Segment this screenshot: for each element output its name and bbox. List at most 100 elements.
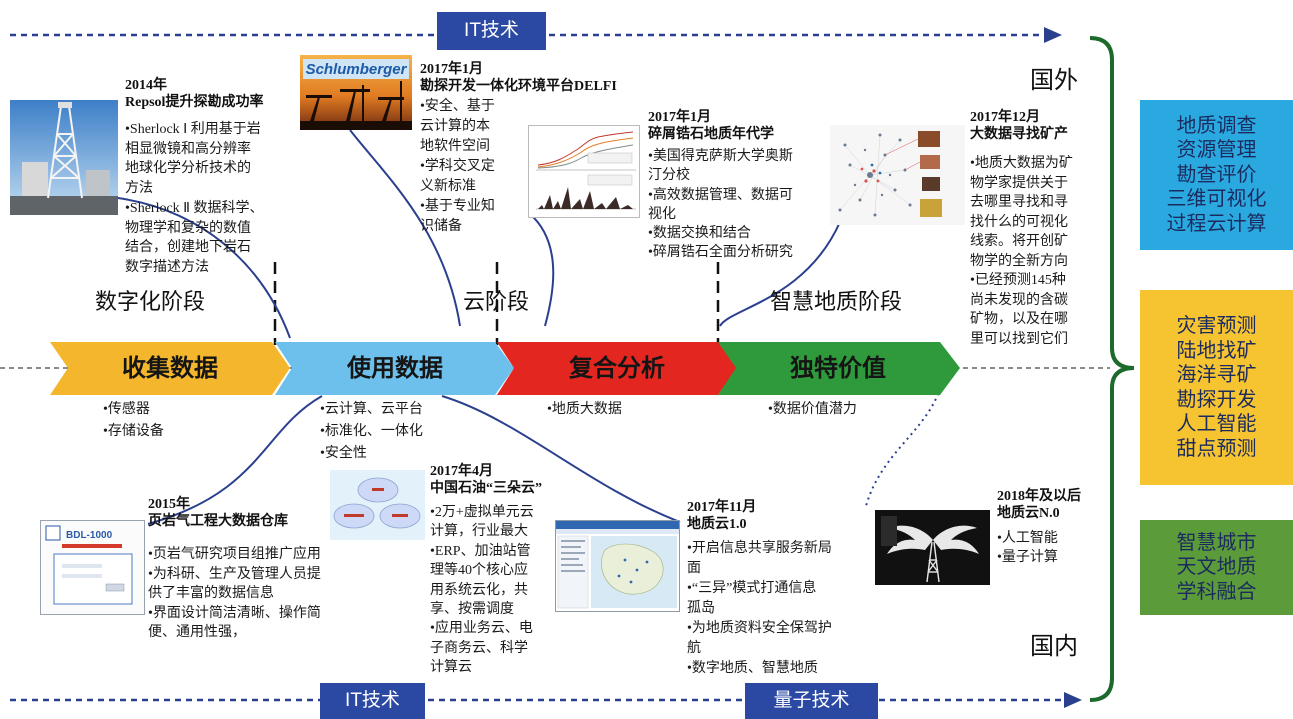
event-title: 地质云1.0	[687, 517, 747, 532]
event-bullet-line: 矿物，以及在哪	[970, 312, 1068, 327]
event-bullet-line: •安全、基于	[420, 99, 495, 114]
event-2018-geocloud-n: 2018年及以后 地质云N.0 •人工智能•量子计算	[997, 488, 1081, 567]
event-bullet-line: •Sherlock Ⅱ 数据科学、	[125, 200, 264, 216]
process-bullet: •安全性	[320, 446, 367, 461]
zircon-age-chart-image	[528, 125, 640, 218]
application-box-exploration: 灾害预测陆地找矿海洋寻矿勘探开发人工智能甜点预测	[1140, 290, 1293, 485]
application-line: 地质调查	[1176, 114, 1257, 137]
event-year: 2014年	[125, 78, 167, 93]
event-bullet-line: 里可以找到它们	[970, 331, 1068, 347]
event-bullets: •2万+虚拟单元云计算，行业最大•ERP、加油站管理等40个核心应用系统云化，共…	[430, 503, 542, 678]
event-bullet-line: •碎屑锆石全面分析研究	[648, 245, 793, 261]
event-bullet-line: 用系统云化，共	[430, 582, 528, 598]
event-bullet-line: •基于专业知	[420, 199, 495, 214]
event-bullet-line: 孤岛	[687, 601, 715, 616]
event-bullet-line: 计算，行业最大	[430, 524, 528, 540]
event-bullet-line: 相显微镜和高分辨率	[125, 141, 251, 157]
event-bullet-line: 供了丰富的数据信息	[148, 586, 274, 601]
application-box-survey: 地质调查资源管理勘查评价三维可视化过程云计算	[1140, 100, 1293, 250]
stage-cloud: 云阶段	[463, 289, 530, 314]
event-bullet-line: 线索。将开创矿	[970, 234, 1068, 249]
top-track-arrowhead	[1044, 27, 1062, 43]
process-bullet: •地质大数据	[547, 402, 622, 417]
event-title: 中国石油“三朵云”	[430, 481, 542, 496]
event-bullet-line: 理等40个核心应	[430, 563, 528, 579]
event-bullet-line: •已经预测145种	[970, 273, 1066, 288]
application-line: 天文地质	[1176, 556, 1257, 579]
connector-geocloud	[441, 395, 681, 523]
it-tech-bottom-label: IT技术	[320, 683, 425, 719]
event-bullets: •美国得克萨斯大学奥斯汀分校•高效数据管理、数据可视化•数据交换和结合•碎屑锆石…	[648, 147, 793, 263]
event-bullet-line: 地软件空间	[420, 139, 490, 154]
chevron-label-use: 使用数据	[347, 355, 443, 382]
event-bullet-line: 云计算的本	[420, 119, 490, 134]
application-line: 人工智能	[1176, 413, 1257, 435]
event-bullet-line: •开启信息共享服务新局	[687, 541, 832, 556]
application-box-smart-city: 智慧城市天文地质学科融合	[1140, 520, 1293, 615]
event-bullet-line: •为地质资料安全保驾护	[687, 621, 832, 636]
application-line: 陆地找矿	[1176, 339, 1257, 362]
event-bullet-line: •Sherlock Ⅰ 利用基于岩	[125, 122, 261, 137]
event-title: 碎屑锆石地质年代学	[648, 127, 774, 142]
process-bullets-analyze: •地质大数据	[547, 399, 622, 421]
event-bullet-line: 地球化学分析技术的	[125, 161, 251, 177]
region-foreign: 国外	[1030, 67, 1078, 94]
shale-gas-software-screenshot: BDL-1000	[40, 520, 145, 615]
event-bullet-line: 享、按需调度	[430, 602, 514, 618]
region-brace	[1089, 36, 1135, 702]
application-line: 灾害预测	[1176, 315, 1257, 337]
process-bullets-value: •数据价值潜力	[768, 399, 857, 421]
event-bullet-line: •界面设计简洁清晰、操作简	[148, 605, 321, 621]
event-bullet-line: 去哪里寻找和寻	[970, 195, 1068, 210]
application-line: 过程云计算	[1166, 212, 1267, 235]
event-bullet-line: •地质大数据为矿	[970, 156, 1073, 171]
event-bullets: •Sherlock Ⅰ 利用基于岩相显微镜和高分辨率地球化学分析技术的方法 •Sh…	[125, 120, 264, 278]
connector-2014	[117, 197, 291, 339]
event-year: 2017年11月	[687, 500, 757, 515]
event-bullet-line: 物理学和复杂的数值	[125, 220, 251, 236]
event-bullet-line: •数据交换和结合	[648, 226, 751, 242]
event-bullet-line: •为科研、生产及管理人员提	[148, 566, 321, 582]
event-bullets: •开启信息共享服务新局面•“三异”模式打通信息孤岛•为地质资料安全保驾护航•数字…	[687, 539, 832, 679]
chevron-label-analyze: 复合分析	[569, 355, 665, 382]
event-bullets: •地质大数据为矿物学家提供关于去哪里寻找和寻找什么的可视化线索。将开创矿物学的全…	[970, 154, 1073, 349]
it-tech-top-label: IT技术	[437, 12, 546, 50]
event-2017-three-clouds: 2017年4月 中国石油“三朵云” •2万+虚拟单元云计算，行业最大•ERP、加…	[430, 463, 542, 678]
drilling-rig-photo	[10, 100, 118, 215]
chevron-value	[718, 342, 960, 395]
application-line: 勘查评价	[1176, 163, 1257, 186]
application-line: 勘探开发	[1176, 388, 1257, 411]
event-bullet-line: •页岩气研究项目组推广应用	[148, 547, 321, 562]
connector-2015	[147, 395, 323, 525]
bottom-track-arrowhead	[1064, 692, 1082, 708]
event-bullet-line: 方法	[125, 181, 153, 197]
connector-2018	[865, 381, 943, 507]
event-bullet-line: 计算云	[430, 660, 472, 676]
process-bullet: •存储设备	[103, 424, 164, 439]
event-bullet-line: 物学家提供关于	[970, 175, 1068, 191]
event-bullet-line: •2万+虚拟单元云	[430, 505, 534, 520]
application-line: 甜点预测	[1176, 437, 1257, 460]
chevron-analyze	[497, 342, 737, 395]
three-clouds-image	[330, 470, 425, 540]
event-2017-zircon: 2017年1月 碎屑锆石地质年代学 •美国得克萨斯大学奥斯汀分校•高效数据管理、…	[648, 109, 793, 263]
application-line: 智慧城市	[1176, 531, 1257, 554]
event-year: 2017年4月	[430, 464, 493, 479]
event-title: Repsol提升探勘成功率	[125, 95, 264, 110]
process-bullets-use: •云计算、云平台•标准化、一体化•安全性	[320, 399, 423, 465]
quantum-tech-label: 量子技术	[745, 683, 878, 719]
event-bullet-line: 汀分校	[648, 168, 690, 184]
event-bullet-line: 子商务云、科学	[430, 640, 528, 656]
event-year: 2017年1月	[420, 62, 483, 77]
event-bullets: •页岩气研究项目组推广应用 •为科研、生产及管理人员提供了丰富的数据信息 •界面设计…	[148, 545, 321, 643]
stage-digital: 数字化阶段	[95, 289, 206, 314]
geocloud-portal-screenshot	[555, 520, 680, 612]
event-bullet-line: 便、通用性强，	[148, 625, 246, 640]
event-bullet-line: 视化	[648, 206, 676, 222]
event-year: 2015年	[148, 497, 190, 512]
connector-zircon	[529, 213, 555, 327]
event-title: 勘探开发一体化环境平台DELFI	[420, 79, 617, 94]
event-title: 大数据寻找矿产	[970, 127, 1068, 142]
